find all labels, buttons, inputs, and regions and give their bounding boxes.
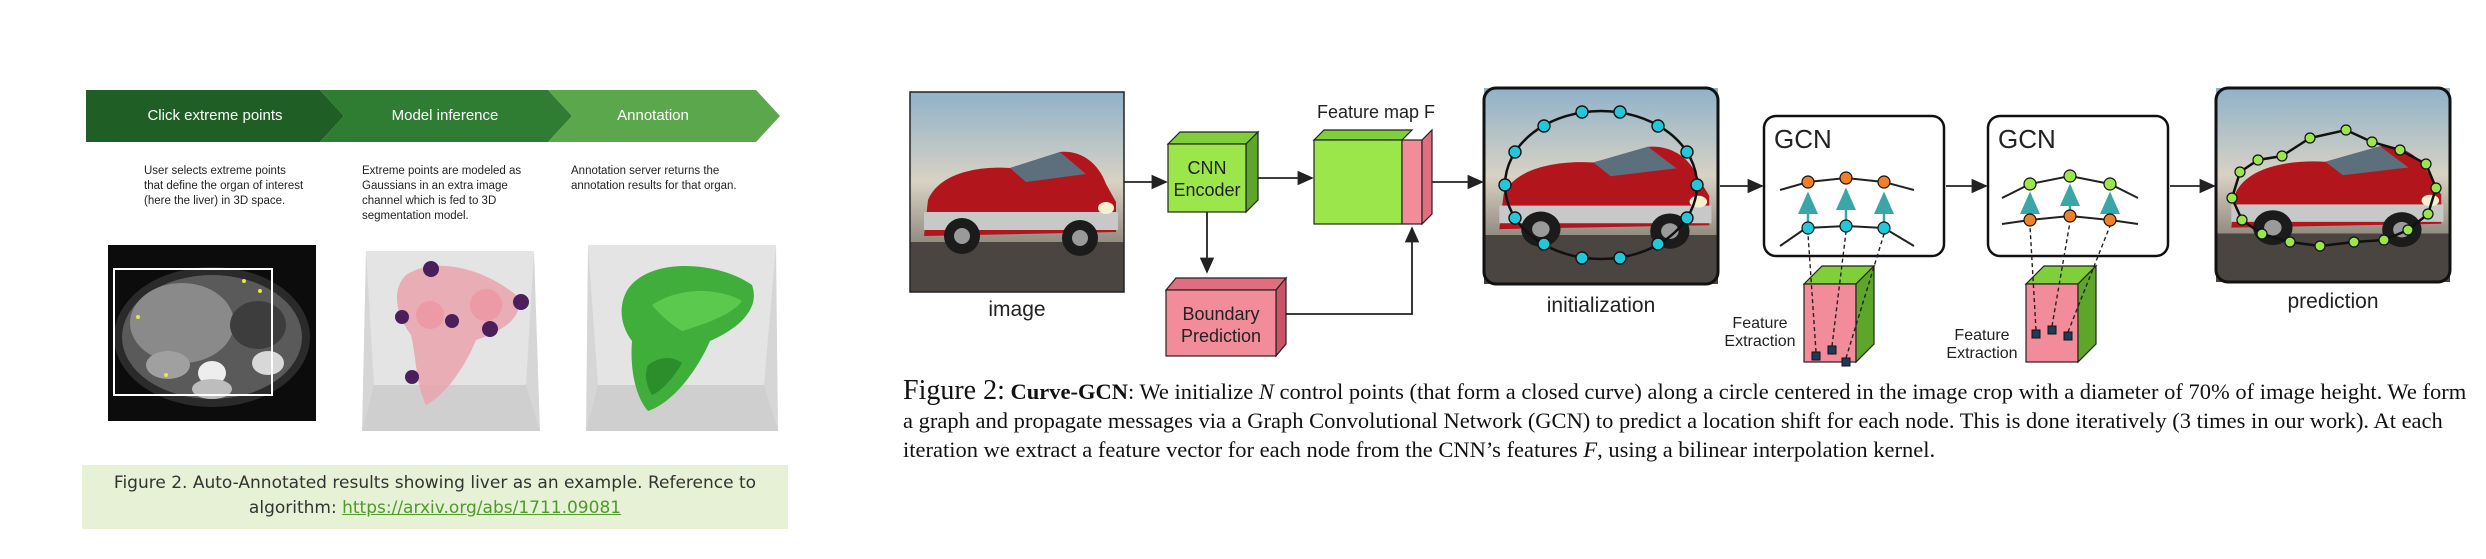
liver-annotation-image <box>582 245 782 435</box>
gaussian-model-image <box>356 245 546 435</box>
step-1-title: Click extreme points <box>147 107 283 124</box>
pipeline-chevrons <box>86 90 780 142</box>
image-label: image <box>988 298 1045 321</box>
gcn-1-label: GCN <box>1774 124 1832 154</box>
left-caption-prefix: algorithm: <box>248 498 343 518</box>
chevron-step-3 <box>548 90 780 142</box>
prediction-label: prediction <box>2287 290 2378 313</box>
cnn-encoder-block <box>1166 130 1260 214</box>
initialization-image <box>1482 86 1720 286</box>
caption-part-2: control points (that form a closed curve… <box>903 379 2467 462</box>
method-name: Curve-GCN <box>1010 379 1128 404</box>
boundary-prediction-label-2: Prediction <box>1181 326 1261 346</box>
curve-gcn-diagram: image CNN Encoder Feature map F Boundary… <box>909 86 2452 367</box>
gcn-block-2 <box>1986 114 2170 258</box>
prediction-image <box>2214 86 2452 284</box>
feature-extraction-cube-2 <box>2024 221 2111 364</box>
gcn-2-orange-nodes <box>2023 209 2117 227</box>
left-caption-line2: algorithm: https://arxiv.org/abs/1711.09… <box>82 496 788 521</box>
figure-number: Figure 2: <box>903 375 1005 406</box>
gcn-block-1 <box>1762 114 1946 258</box>
feature-extraction-cube-1 <box>1802 231 1885 367</box>
feature-map-block <box>1312 128 1433 226</box>
step-3-title: Annotation <box>617 107 689 124</box>
boundary-prediction-label-1: Boundary <box>1182 304 1259 324</box>
feature-extraction-2-label-b: Extraction <box>1946 345 2017 362</box>
cnn-encoder-label-2: Encoder <box>1173 180 1240 200</box>
predicted-control-points <box>2226 124 2442 252</box>
gcn-2-label: GCN <box>1998 124 2056 154</box>
initial-control-points <box>1498 105 1704 265</box>
step-3-description: Annotation server returns the annotation… <box>571 165 737 192</box>
boundary-prediction-block <box>1164 276 1288 358</box>
chevron-step-1 <box>86 90 344 142</box>
chevron-step-2 <box>320 90 572 142</box>
left-caption-text: Figure 2. Auto-Annotated results showing… <box>113 473 757 493</box>
feature-map-label: Feature map F <box>1317 102 1435 122</box>
step-2-title: Model inference <box>391 107 499 124</box>
left-caption: Figure 2. Auto-Annotated results showing… <box>82 465 788 529</box>
feature-extraction-1-label-b: Extraction <box>1724 333 1795 350</box>
right-caption: Figure 2: Curve-GCN: We initialize N con… <box>903 376 2473 464</box>
step-2-description: Extreme points are modeled as Gaussians … <box>362 165 522 222</box>
cnn-encoder-label-1: CNN <box>1188 158 1227 178</box>
initialization-label: initialization <box>1547 294 1656 317</box>
feature-extraction-1-label-a: Feature <box>1732 315 1787 332</box>
caption-part-1: : We initialize <box>1128 379 1259 404</box>
ct-scan-image <box>108 245 316 421</box>
feature-extraction-2-label-a: Feature <box>1954 327 2009 344</box>
arxiv-link[interactable]: https://arxiv.org/abs/1711.09081 <box>342 498 622 518</box>
gcn-1-orange-nodes <box>1801 171 1891 189</box>
input-car-image <box>909 91 1125 293</box>
gcn-1-cyan-nodes <box>1801 219 1891 235</box>
gcn-2-green-nodes <box>2023 169 2117 191</box>
caption-f: F <box>1583 437 1598 462</box>
caption-n: N <box>1258 379 1274 404</box>
caption-part-3: , using a bilinear interpolation kernel. <box>1597 437 1936 462</box>
step-1-description: User selects extreme points that define … <box>144 165 304 207</box>
